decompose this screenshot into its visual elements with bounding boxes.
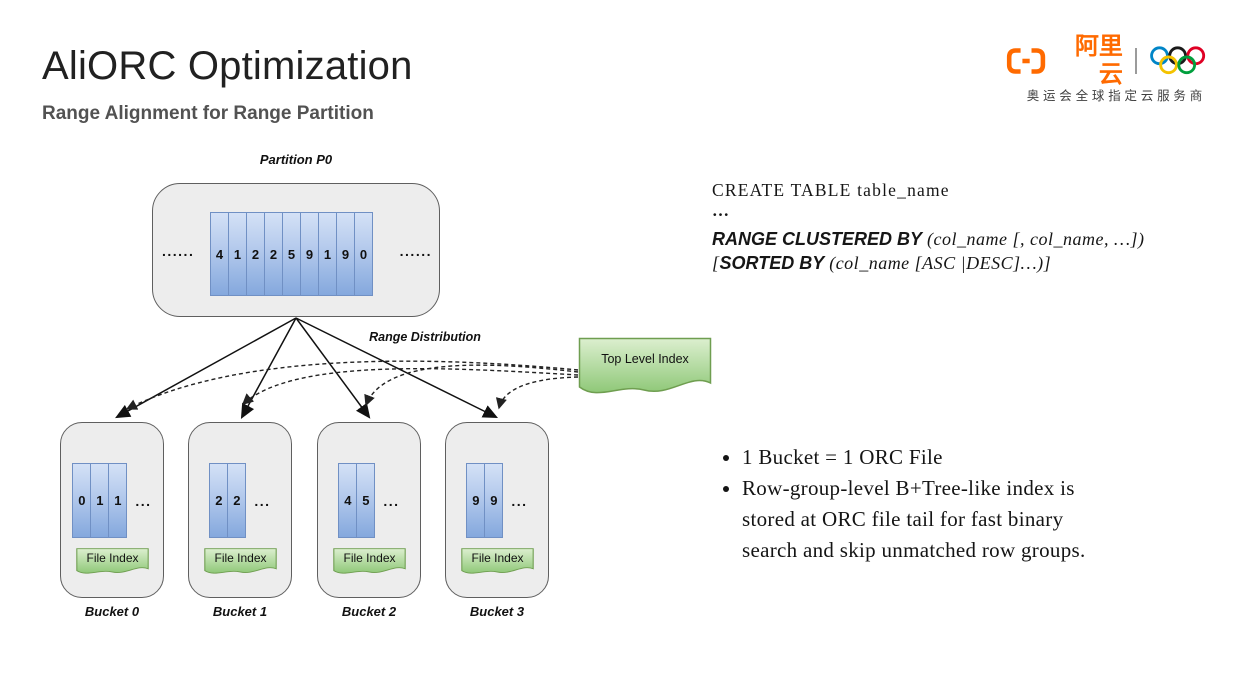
top-level-index-shape: Top Level Index [578,337,712,399]
notes-list: 1 Bucket = 1 ORC File Row-group-level B+… [712,442,1104,566]
code-keyword: RANGE CLUSTERED BY [712,229,923,249]
data-cell: 4 [210,212,229,296]
page-subtitle: Range Alignment for Range Partition [42,103,374,124]
top-level-index-label: Top Level Index [601,352,689,366]
file-index-label: File Index [86,551,139,565]
logo-tagline: 奥运会全球指定云服务商 [1026,89,1206,103]
data-cell: 1 [108,463,128,538]
data-cell: 2 [209,463,229,538]
data-cell: 5 [356,463,376,538]
code-syntax: (col_name [ASC |DESC]…)] [824,253,1052,273]
document-shape-icon [578,337,712,394]
bucket-3-label: Bucket 3 [469,604,525,619]
data-cell: 1 [228,212,247,296]
document-shape-icon [204,548,277,574]
more-dots: ... [135,492,152,509]
data-cell: 2 [227,463,247,538]
alibaba-cloud-bracket-icon [1006,48,1046,74]
partition-right-dots: ...... [399,243,432,259]
logo-divider [1134,48,1137,74]
data-cell: 0 [72,463,92,538]
bucket-1-file-index: File Index [204,548,277,576]
page-title: AliORC Optimization [42,44,413,88]
data-cell: 2 [264,212,283,296]
data-cell: 1 [318,212,337,296]
document-shape-icon [76,548,149,574]
data-cell: 5 [282,212,301,296]
file-index-label: File Index [214,551,267,565]
brand-name: 阿里云 [1074,33,1123,88]
code-range-clustered: RANGE CLUSTERED BY (col_name [, col_name… [712,227,1232,251]
note-bullet: Row-group-level B+Tree-like index is sto… [742,473,1104,566]
range-distribution-label: Range Distribution [369,330,481,344]
file-index-label: File Index [343,551,396,565]
bucket-2-file-index: File Index [333,548,406,576]
data-cell: 9 [336,212,355,296]
data-cell: 9 [300,212,319,296]
partition-left-dots: ...... [162,243,195,259]
bucket-1-label: Bucket 1 [212,604,268,619]
logo-row: 阿里云 [1006,33,1206,88]
document-shape-icon [461,548,534,574]
code-ellipsis: … [712,201,730,220]
code-sorted-by: [SORTED BY (col_name [ASC |DESC]…)] [712,251,1232,275]
alibaba-cloud-logo: 阿里云 奥运会全球指定云服务商 [1006,33,1206,104]
data-cell: 9 [466,463,486,538]
code-syntax: [ [712,253,720,273]
bucket-3-file-index: File Index [461,548,534,576]
ddl-code-block: CREATE TABLE table_name … RANGE CLUSTERE… [712,180,1232,275]
code-keyword: SORTED BY [719,253,825,273]
partition-label: Partition P0 [259,152,333,167]
bucket-0-label: Bucket 0 [84,604,140,619]
bucket-2-label: Bucket 2 [341,604,397,619]
data-cell: 0 [354,212,373,296]
more-dots: ... [254,492,271,509]
note-bullet: 1 Bucket = 1 ORC File [742,442,1104,473]
more-dots: ... [383,492,400,509]
data-cell: 1 [90,463,110,538]
document-shape-icon [333,548,406,574]
code-create-table: CREATE TABLE table_name [712,180,950,200]
data-cell: 9 [484,463,504,538]
bucket-0-file-index: File Index [76,548,149,576]
data-cell: 2 [246,212,265,296]
data-cell: 4 [338,463,358,538]
more-dots: ... [511,492,528,509]
code-syntax: (col_name [, col_name, …]) [922,229,1145,249]
file-index-label: File Index [471,551,524,565]
olympic-rings-icon [1149,46,1205,75]
